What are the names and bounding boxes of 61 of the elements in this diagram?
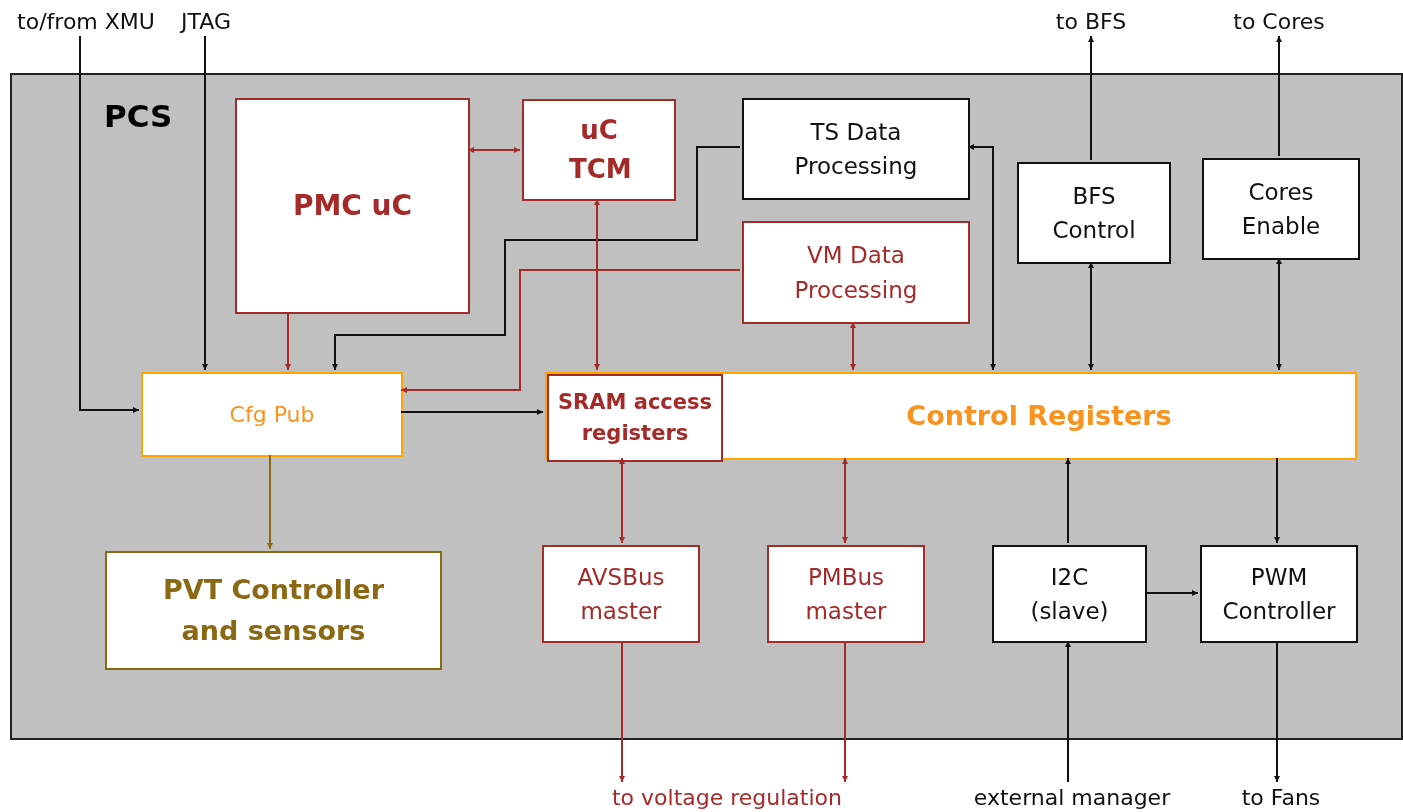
arrow	[594, 198, 600, 371]
block-label: PWM Controller	[1221, 562, 1337, 626]
io-label: to Fans	[1234, 782, 1328, 812]
block-box	[235, 98, 470, 314]
block-label: AVSBus master	[576, 562, 666, 626]
block-box	[542, 545, 700, 643]
block-box	[742, 98, 970, 200]
io-label: to Cores	[1220, 6, 1338, 36]
arrow	[202, 35, 208, 371]
io-label: external manager	[960, 782, 1184, 812]
block-box	[105, 551, 442, 670]
block-box	[767, 545, 925, 643]
block-box	[1017, 162, 1171, 264]
arrow	[842, 640, 848, 783]
block-label: Cfg Pub	[229, 401, 315, 429]
block-label: Cores Enable	[1240, 177, 1322, 241]
block-box	[742, 221, 970, 324]
arrow	[619, 640, 625, 783]
arrow	[1144, 590, 1199, 596]
block-label: I2C (slave)	[1029, 562, 1110, 626]
block-label: VM Data Processing	[793, 241, 919, 305]
arrow	[285, 311, 291, 371]
io-label: to voltage regulation	[596, 782, 858, 812]
arrow	[1065, 457, 1071, 544]
block-label: SRAM access registers	[556, 388, 714, 447]
arrow	[1274, 640, 1280, 783]
arrow	[400, 269, 741, 393]
arrow	[467, 147, 521, 153]
arrow	[79, 35, 140, 413]
arrow	[1088, 35, 1094, 161]
arrow	[850, 321, 856, 371]
io-label: to/from XMU	[10, 6, 162, 36]
arrow	[267, 454, 273, 550]
arrow	[400, 409, 544, 415]
arrow	[1274, 457, 1280, 544]
arrow	[1276, 257, 1282, 371]
block-label: PMBus master	[804, 562, 888, 626]
block-box	[141, 372, 403, 457]
block-label: PMC uC	[292, 188, 413, 224]
arrow	[619, 457, 625, 544]
block-box	[1200, 545, 1358, 643]
block-box	[547, 374, 723, 462]
block-box	[1202, 158, 1360, 260]
io-label: JTAG	[176, 6, 236, 36]
block-box	[545, 372, 1357, 460]
region-title: PCS	[104, 97, 173, 136]
arrow	[1065, 640, 1071, 783]
arrow	[1088, 261, 1094, 371]
block-box	[992, 545, 1147, 643]
arrow	[842, 457, 848, 544]
block-label: PVT Controller and sensors	[162, 573, 385, 648]
block-box	[522, 99, 676, 201]
io-label: to BFS	[1044, 6, 1138, 36]
block-label: Control Registers	[906, 398, 1172, 433]
arrow	[1276, 35, 1282, 157]
arrow	[332, 146, 741, 371]
block-region	[10, 73, 1403, 740]
block-label: BFS Control	[1051, 181, 1137, 245]
arrow	[967, 144, 996, 371]
block-label: uC TCM	[569, 114, 629, 186]
block-label: TS Data Processing	[793, 117, 919, 181]
